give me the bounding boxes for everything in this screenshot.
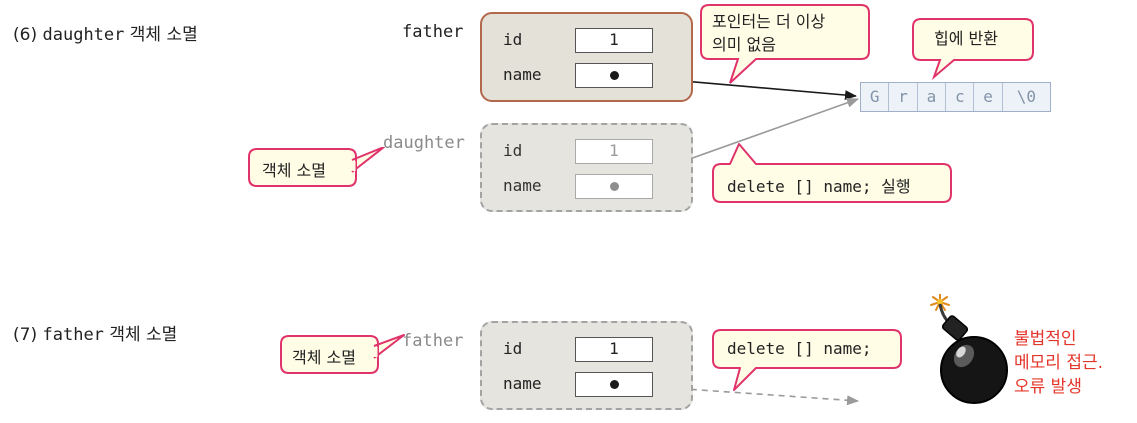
pointer-dot	[610, 380, 619, 389]
step-7-title: (7) father 객체 소멸	[13, 320, 177, 345]
callout-dangling-pointer	[700, 4, 870, 84]
heap-char-cell: e	[974, 83, 1003, 111]
pointer-dot	[610, 182, 619, 191]
name-label: name	[503, 65, 542, 84]
callout-text: 힙에 반환	[934, 29, 998, 48]
id-label: id	[503, 30, 523, 49]
callout-heap-return	[912, 18, 1034, 81]
id-label: id	[503, 339, 523, 358]
father-variable-name: father	[402, 22, 464, 42]
pointer-dot	[610, 71, 619, 80]
step-6-title: (6) daughter 객체 소멸	[13, 20, 198, 45]
heap-char-cell: G	[861, 83, 890, 111]
callout-text: 의미 없음	[712, 35, 776, 54]
bomb-icon	[930, 294, 1008, 404]
name-label: name	[503, 374, 542, 393]
step-label: 객체 소멸	[109, 325, 178, 345]
heap-char-cell: c	[946, 83, 975, 111]
callout-text: delete [] name;	[727, 339, 872, 358]
step-code: daughter	[42, 25, 125, 45]
step-label: 객체 소멸	[129, 25, 198, 45]
error-text-line: 불법적인	[1014, 329, 1077, 349]
callout-text: 객체 소멸	[262, 161, 326, 180]
father-variable-name: father	[402, 331, 464, 351]
heap-char-cell: r	[889, 83, 918, 111]
id-label: id	[503, 141, 523, 160]
error-text-line: 메모리 접근.	[1014, 353, 1104, 373]
name-label: name	[503, 176, 542, 195]
id-field: 1	[575, 337, 653, 362]
error-text-line: 오류 발생	[1014, 377, 1082, 397]
daughter-variable-name: daughter	[383, 133, 465, 153]
dangling-pointer-arrow	[613, 383, 859, 406]
callout-delete-exec	[712, 143, 952, 203]
callout-destroy-6	[248, 147, 385, 187]
heap-char-cell: a	[918, 83, 947, 111]
step-code: father	[42, 325, 104, 345]
father-object	[480, 12, 693, 102]
step-number: (7)	[13, 325, 38, 345]
heap-char-cell: \0	[1016, 87, 1037, 106]
heap-string-array: G r a c e \0	[860, 82, 1051, 112]
callout-delete-7	[712, 329, 902, 391]
step-number: (6)	[13, 25, 38, 45]
callout-text: delete [] name; 실행	[727, 177, 911, 196]
callout-text: 객체 소멸	[292, 348, 356, 367]
id-field: 1	[575, 28, 653, 53]
callout-text: 포인터는 더 이상	[712, 12, 826, 31]
id-field: 1	[575, 139, 653, 164]
callout-destroy-7	[280, 334, 405, 374]
